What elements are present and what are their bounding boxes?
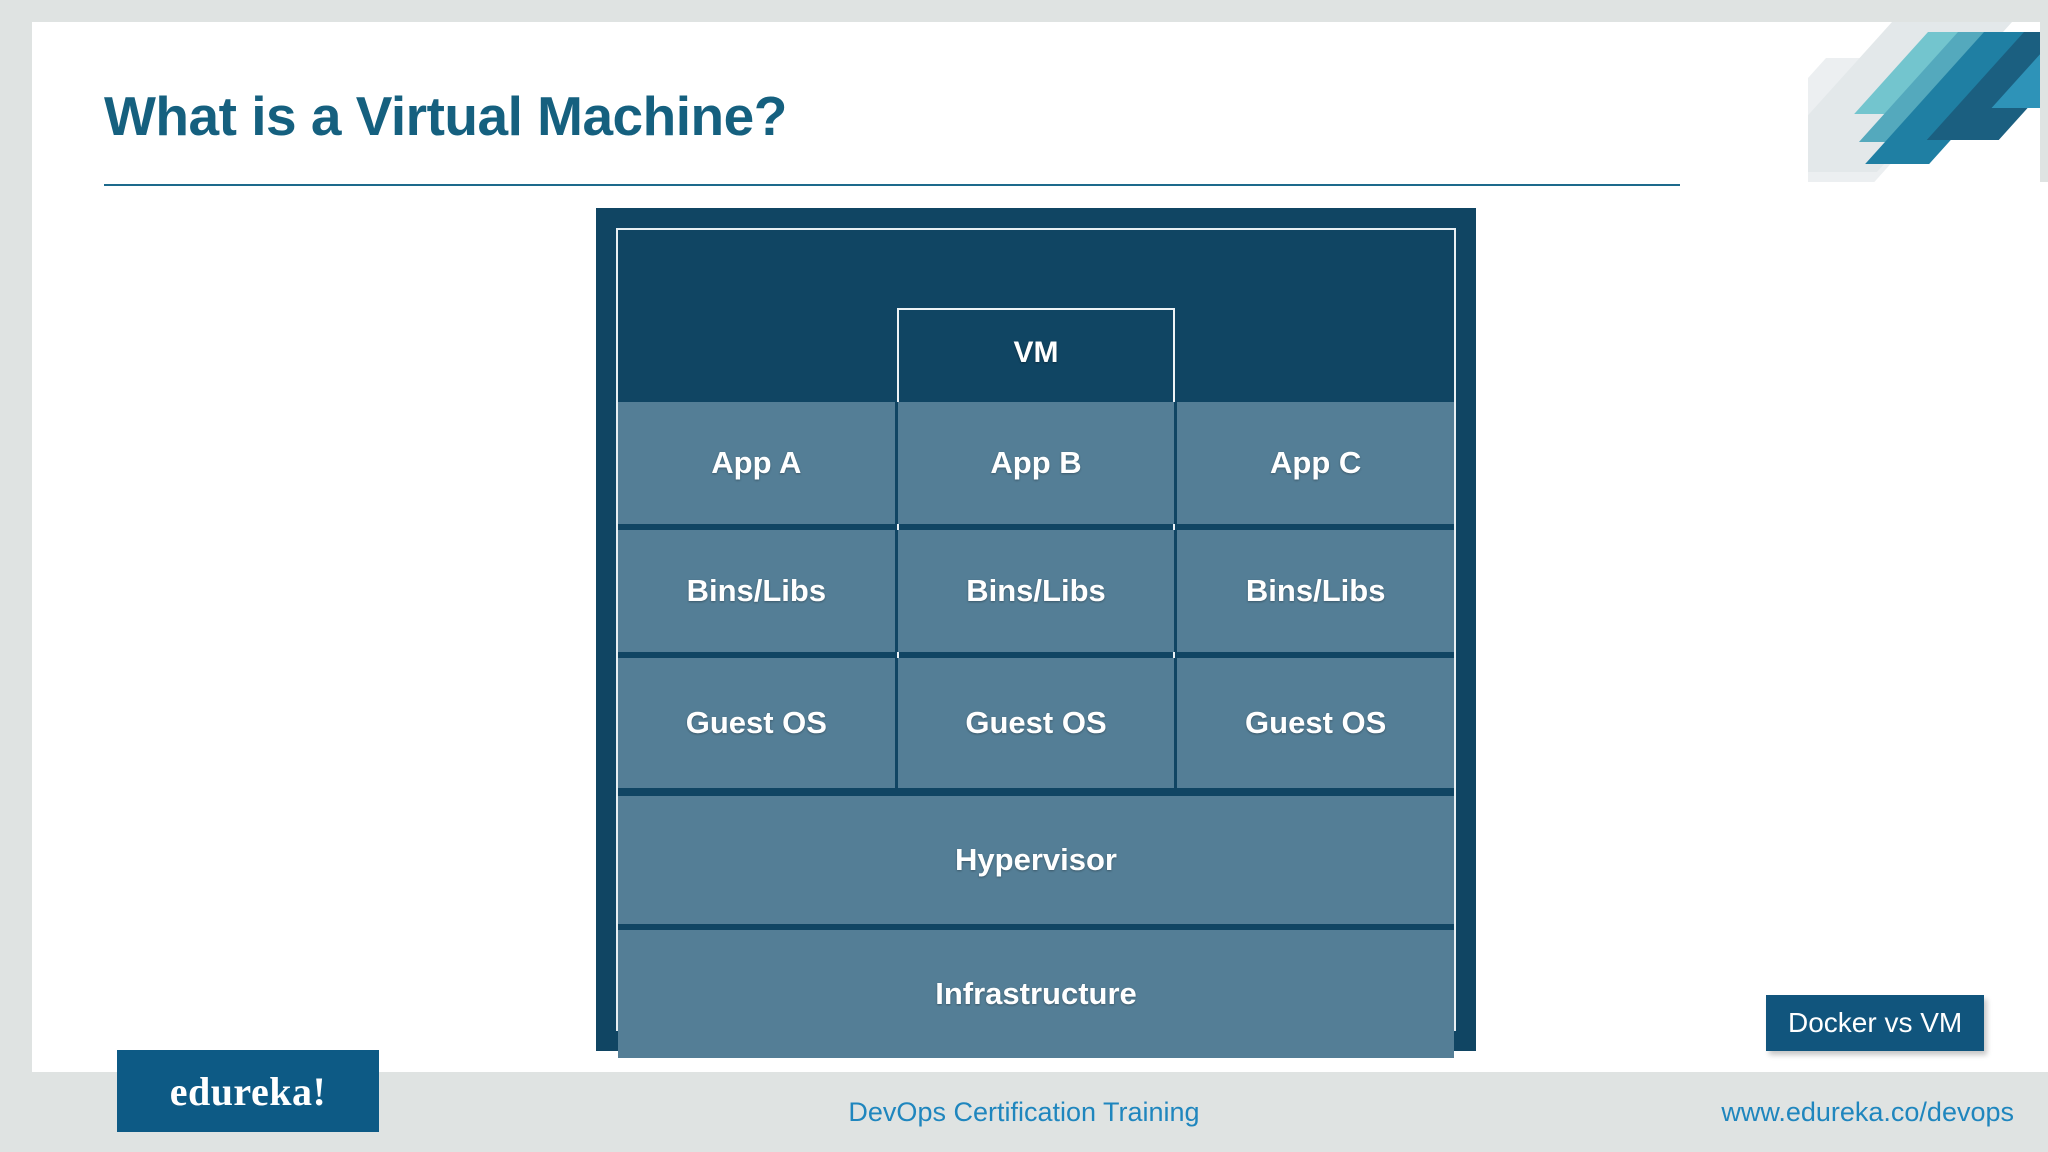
- guest-os-cell-a: Guest OS: [618, 658, 895, 788]
- edureka-logo: edureka!: [117, 1050, 379, 1132]
- bins-libs-cell-b: Bins/Libs: [897, 530, 1175, 652]
- infrastructure-row: Infrastructure: [618, 930, 1454, 1058]
- ribbon-blue-dark-icon: [1926, 32, 2048, 140]
- footer-url[interactable]: www.edureka.co/devops: [1721, 1097, 2014, 1127]
- title-divider: [104, 184, 1680, 186]
- app-cell-c: App C: [1177, 402, 1455, 524]
- ribbon-grey-light-icon: [1808, 58, 1986, 182]
- footer-course-title: DevOps Certification Training: [848, 1097, 1200, 1127]
- guest-os-cell-b: Guest OS: [897, 658, 1175, 788]
- docker-vs-vm-button[interactable]: Docker vs VM: [1766, 995, 1985, 1051]
- page-title: What is a Virtual Machine?: [104, 85, 787, 147]
- bins-libs-cell-a: Bins/Libs: [618, 530, 895, 652]
- edureka-logo-text: edureka!: [169, 1068, 327, 1114]
- ribbon-blue-icon: [1865, 32, 2048, 164]
- app-cell-a: App A: [618, 402, 895, 524]
- corner-decoration: [1808, 22, 2048, 182]
- ribbon-blue-mid-icon: [1991, 32, 2048, 108]
- app-row: App A App B App C: [618, 402, 1455, 524]
- guest-os-row: Guest OS Guest OS Guest OS: [618, 658, 1455, 788]
- ribbon-grey-icon: [1808, 22, 2012, 172]
- guest-os-cell-c: Guest OS: [1177, 658, 1455, 788]
- bins-libs-cell-c: Bins/Libs: [1177, 530, 1455, 652]
- app-cell-b: App B: [897, 402, 1175, 524]
- ribbon-cyan-light-icon: [1854, 32, 1980, 114]
- diagram-header-band: [618, 230, 1454, 402]
- hypervisor-row: Hypervisor: [618, 796, 1454, 924]
- vm-architecture-diagram: VM App A App B App C Bins/Libs Bins/Libs…: [596, 208, 1476, 1058]
- decoration-edge-mask: [2040, 22, 2048, 182]
- ribbon-cyan-icon: [1858, 32, 1998, 142]
- bins-libs-row: Bins/Libs Bins/Libs Bins/Libs: [618, 530, 1455, 652]
- slide-canvas: What is a Virtual Machine? VM App A App …: [32, 22, 2048, 1072]
- diagram-inner-frame: VM App A App B App C Bins/Libs Bins/Libs…: [616, 228, 1456, 1058]
